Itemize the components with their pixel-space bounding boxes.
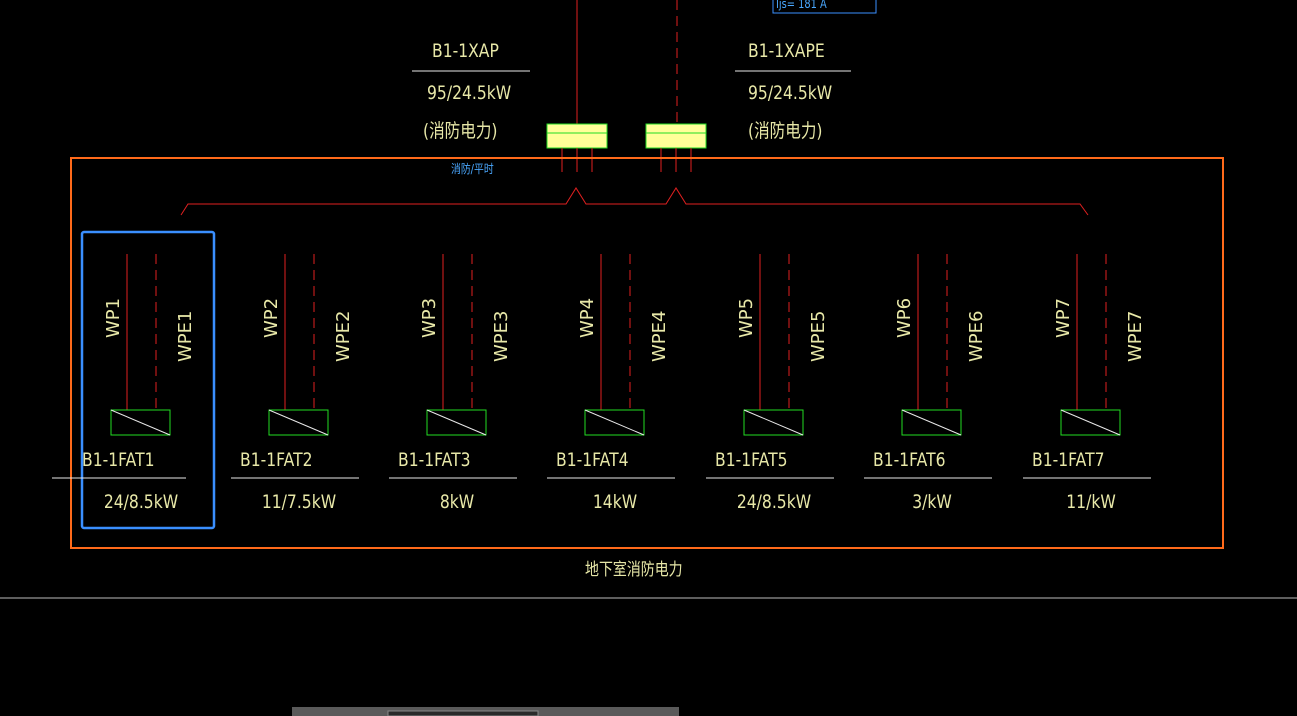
circuit-1-device-diagonal (110, 409, 171, 436)
circuit-7-device[interactable] (1060, 409, 1121, 436)
circuit-1[interactable] (52, 254, 186, 479)
circuit-4-power: 14kW (592, 491, 638, 513)
source-2-power: 95/24.5kW (748, 82, 833, 104)
circuit-2-wp-label: WP2 (261, 297, 282, 338)
circuit-1-wpe-label: WPE1 (175, 310, 196, 362)
source-1-name: B1-1XAP (432, 40, 499, 62)
circuit-3-device-diagonal (426, 409, 487, 436)
circuit-6-device-diagonal (901, 409, 962, 436)
source-2-name: B1-1XAPE (748, 40, 825, 62)
circuit-6-name: B1-1FAT6 (873, 449, 946, 471)
circuit-3-power: 8kW (439, 491, 475, 513)
circuit-5-device-diagonal (743, 409, 804, 436)
circuit-3-wp-label: WP3 (419, 297, 440, 338)
circuit-4-wpe-label: WPE4 (649, 310, 670, 362)
source-1-note: (消防电力) (423, 120, 498, 142)
circuit-6-power: 3/kW (912, 491, 952, 513)
mode-note: 消防/平时 (451, 162, 494, 176)
busbar-block-2[interactable] (645, 123, 707, 149)
source-2-note: (消防电力) (748, 120, 823, 142)
circuit-2-wpe-label: WPE2 (333, 310, 354, 362)
selection-box[interactable] (80, 230, 216, 530)
circuit-5-name: B1-1FAT5 (715, 449, 788, 471)
circuit-4-name: B1-1FAT4 (556, 449, 629, 471)
circuits (52, 254, 1151, 479)
group-label: 地下室消防电力 (585, 560, 683, 580)
circuit-1-device[interactable] (110, 409, 171, 436)
circuit-6[interactable] (864, 254, 992, 479)
circuit-6-device[interactable] (901, 409, 962, 436)
circuit-7-wpe-label: WPE7 (1125, 310, 1146, 362)
circuit-7[interactable] (1023, 254, 1151, 479)
circuit-6-wp-label: WP6 (894, 297, 915, 338)
busbar-drops (561, 148, 692, 172)
circuit-5-wp-label: WP5 (736, 297, 757, 338)
circuit-7-name: B1-1FAT7 (1032, 449, 1105, 471)
circuit-5-power: 24/8.5kW (736, 491, 812, 513)
source-1-power: 95/24.5kW (427, 82, 512, 104)
circuit-4-device[interactable] (584, 409, 645, 436)
circuit-4-wp-label: WP4 (577, 297, 598, 338)
circuit-2-power: 11/7.5kW (261, 491, 337, 513)
circuit-7-wp-label: WP7 (1053, 297, 1074, 338)
circuit-4-device-diagonal (584, 409, 645, 436)
circuit-3[interactable] (389, 254, 517, 479)
circuit-2-device[interactable] (268, 409, 329, 436)
circuit-2-device-diagonal (268, 409, 329, 436)
circuit-5[interactable] (706, 254, 834, 479)
distribution-bus (180, 187, 1089, 216)
circuit-7-power: 11/kW (1066, 491, 1116, 513)
top-info-text: Ijs= 181 A (776, 0, 827, 11)
circuit-3-name: B1-1FAT3 (398, 449, 471, 471)
top-info-box[interactable] (772, 0, 877, 14)
circuit-1-name: B1-1FAT1 (82, 449, 155, 471)
circuit-7-device-diagonal (1060, 409, 1121, 436)
circuit-3-device[interactable] (426, 409, 487, 436)
circuit-5-device[interactable] (743, 409, 804, 436)
circuit-1-power: 24/8.5kW (103, 491, 179, 513)
circuit-1-wp-label: WP1 (103, 297, 124, 338)
circuit-6-wpe-label: WPE6 (966, 310, 987, 362)
circuit-4[interactable] (547, 254, 675, 479)
circuit-2[interactable] (231, 254, 359, 479)
scrollbar-thumb[interactable] (387, 710, 539, 716)
circuit-3-wpe-label: WPE3 (491, 310, 512, 362)
busbar-block-1[interactable] (546, 123, 608, 149)
panel-frame[interactable] (70, 157, 1224, 549)
circuit-5-wpe-label: WPE5 (808, 310, 829, 362)
circuit-2-name: B1-1FAT2 (240, 449, 313, 471)
